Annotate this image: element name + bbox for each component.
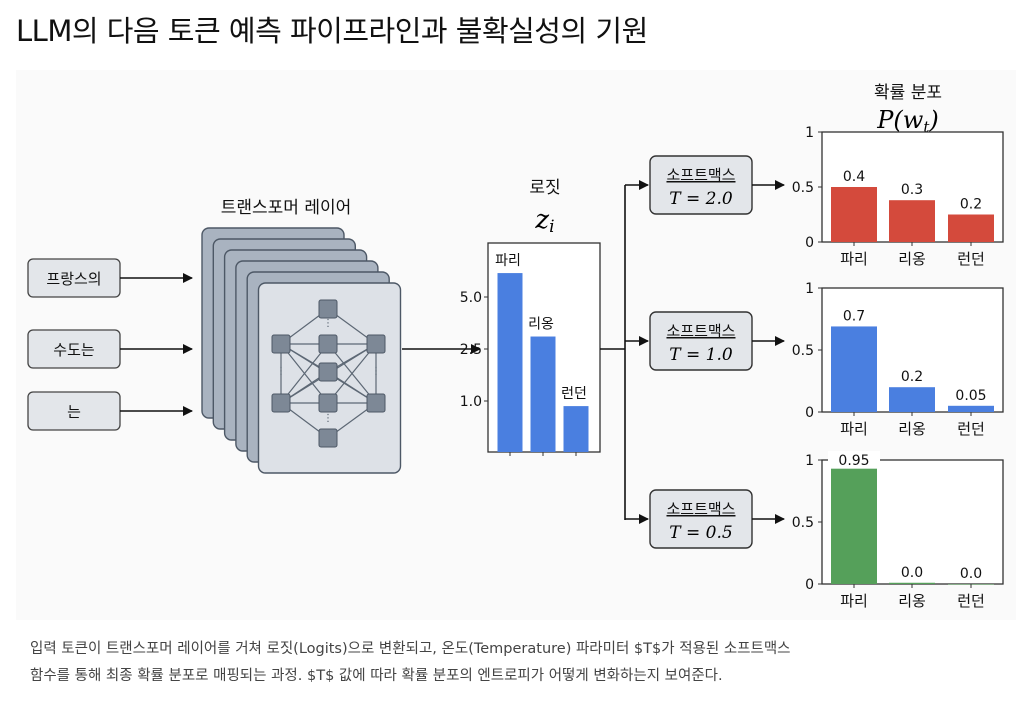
- network-node: [318, 362, 338, 382]
- network-node: [366, 393, 386, 413]
- y-tick-label: 5.0: [460, 290, 482, 306]
- network-node: [318, 299, 338, 319]
- y-tick-label: 2.5: [460, 342, 482, 358]
- ellipsis-icon: ⋮: [323, 413, 333, 424]
- prob-bar: [831, 326, 877, 412]
- page-title: LLM의 다음 토큰 예측 파이프라인과 불확실성의 기원: [16, 14, 648, 48]
- logit-bar-label: 파리: [495, 253, 521, 269]
- ellipsis-icon: ⋮: [323, 318, 333, 329]
- prob-chart-2: 0 0.5 1 0.7 파리 0.2 리옹 0.05 런던: [792, 281, 1004, 438]
- prob-title: 확률 분포: [874, 83, 942, 103]
- bar-value-label: 0.0: [960, 566, 982, 582]
- y-tick-label: 1: [805, 125, 814, 141]
- prob-chart-3: 0 0.5 1 0.95 파리 0.0 리옹 0.0 런던: [792, 451, 1004, 610]
- bar-value-label: 0.4: [843, 169, 865, 185]
- y-tick-label: 1: [805, 281, 814, 297]
- input-token-label: 프랑스의: [46, 270, 101, 288]
- ellipsis-icon: ⋮: [276, 366, 286, 377]
- softmax-label: 소프트맥스: [666, 500, 735, 518]
- input-token-2: 수도는: [27, 329, 121, 369]
- softmax-label: 소프트맥스: [666, 166, 735, 184]
- network-edge: [327, 343, 377, 404]
- prob-bar: [948, 214, 994, 242]
- network-edge: [280, 343, 329, 404]
- temperature-label: T = 1.0: [669, 345, 733, 365]
- network-node: [318, 428, 338, 448]
- bar-value-label: 0.05: [955, 388, 986, 404]
- bar-value-label: 0.95: [838, 453, 869, 469]
- prob-bar: [948, 405, 994, 412]
- transformer-label: 트랜스포머 레이어: [221, 198, 352, 218]
- figure-caption: 입력 토큰이 트랜스포머 레이어를 거쳐 로짓(Logits)으로 변환되고, …: [30, 636, 1000, 690]
- bar-value-label: 0.0: [901, 565, 923, 581]
- y-tick-label: 1: [805, 453, 814, 469]
- temperature-label: T = 0.5: [669, 523, 732, 543]
- neural-network-icon: ⋮ ⋮ ⋮ ⋮: [271, 299, 386, 448]
- x-tick-label: 리옹: [898, 250, 926, 268]
- transformer-layer-stack: [201, 227, 402, 474]
- pipeline-diagram: 프랑스의 수도는 는 트랜스포머 레이어 ⋮ ⋮ ⋮ ⋮ 로짓 zi 5.0 2.5 1.…: [16, 70, 1016, 620]
- input-token-3: 는: [27, 391, 121, 431]
- y-tick-label: 0.5: [792, 515, 814, 531]
- prob-bar: [889, 582, 935, 584]
- ellipsis-icon: ⋮: [371, 366, 381, 377]
- logit-bar: [563, 406, 589, 452]
- input-token-label: 는: [67, 403, 81, 421]
- y-tick-label: 0: [805, 405, 814, 421]
- caption-line: 함수를 통해 최종 확률 분포로 매핑되는 과정. $T$ 값에 따라 확률 분…: [30, 668, 723, 684]
- probability-charts: 0 0.5 1 0.4 파리 0.3 리옹 0.2 런던 0 0.5 1 0.7 파리 0.2 리옹 0.05 런…: [792, 125, 1004, 610]
- softmax-group: 소프트맥스 T = 2.0 소프트맥스 T = 1.0 소프트맥스 T = 0.5: [625, 155, 785, 549]
- bar-value-label: 0.3: [901, 182, 923, 198]
- input-token-label: 수도는: [53, 341, 95, 359]
- y-tick-label: 1.0: [460, 394, 482, 410]
- prob-bar: [831, 187, 877, 242]
- y-tick-label: 0: [805, 577, 814, 593]
- network-node: [271, 334, 291, 354]
- logit-bar: [497, 273, 523, 452]
- x-tick-label: 리옹: [898, 420, 926, 438]
- logit-bar-label: 리옹: [528, 317, 554, 333]
- logit-bar-label: 런던: [561, 386, 587, 402]
- input-token-1: 프랑스의: [27, 258, 121, 298]
- prob-bar: [831, 468, 877, 584]
- network-node: [318, 334, 338, 354]
- x-tick-label: 파리: [840, 250, 868, 268]
- softmax-box-3: 소프트맥스 T = 0.5: [649, 489, 753, 549]
- logits-symbol: zi: [534, 205, 554, 237]
- network-node: [366, 334, 386, 354]
- x-tick-label: 파리: [840, 592, 868, 610]
- y-tick-label: 0: [805, 235, 814, 251]
- x-tick-label: 런던: [957, 250, 985, 268]
- logits-title: 로짓: [529, 178, 560, 198]
- x-tick-label: 런던: [957, 420, 985, 438]
- prob-bar: [889, 387, 935, 412]
- logit-bar: [530, 336, 556, 452]
- softmax-box-2: 소프트맥스 T = 1.0: [649, 311, 753, 371]
- x-tick-label: 리옹: [898, 592, 926, 610]
- temperature-label: T = 2.0: [669, 189, 733, 209]
- prob-bar: [889, 200, 935, 242]
- x-tick-label: 파리: [840, 420, 868, 438]
- bar-value-label: 0.2: [960, 197, 982, 213]
- x-tick-label: 런던: [957, 592, 985, 610]
- softmax-box-1: 소프트맥스 T = 2.0: [649, 155, 753, 215]
- diagram-canvas: 프랑스의 수도는 는 트랜스포머 레이어 ⋮ ⋮ ⋮ ⋮ 로짓 zi 5.0 2.5 1.…: [27, 83, 1004, 610]
- bar-value-label: 0.7: [843, 308, 865, 324]
- label-bg: [828, 451, 880, 465]
- prob-chart-1: 0 0.5 1 0.4 파리 0.3 리옹 0.2 런던: [792, 125, 1004, 268]
- caption-line: 입력 토큰이 트랜스포머 레이어를 거쳐 로짓(Logits)으로 변환되고, …: [30, 641, 791, 657]
- y-tick-label: 0.5: [792, 343, 814, 359]
- softmax-label: 소프트맥스: [666, 322, 735, 340]
- network-node: [318, 393, 338, 413]
- bar-value-label: 0.2: [901, 369, 923, 385]
- y-tick-label: 0.5: [792, 180, 814, 196]
- network-node: [271, 393, 291, 413]
